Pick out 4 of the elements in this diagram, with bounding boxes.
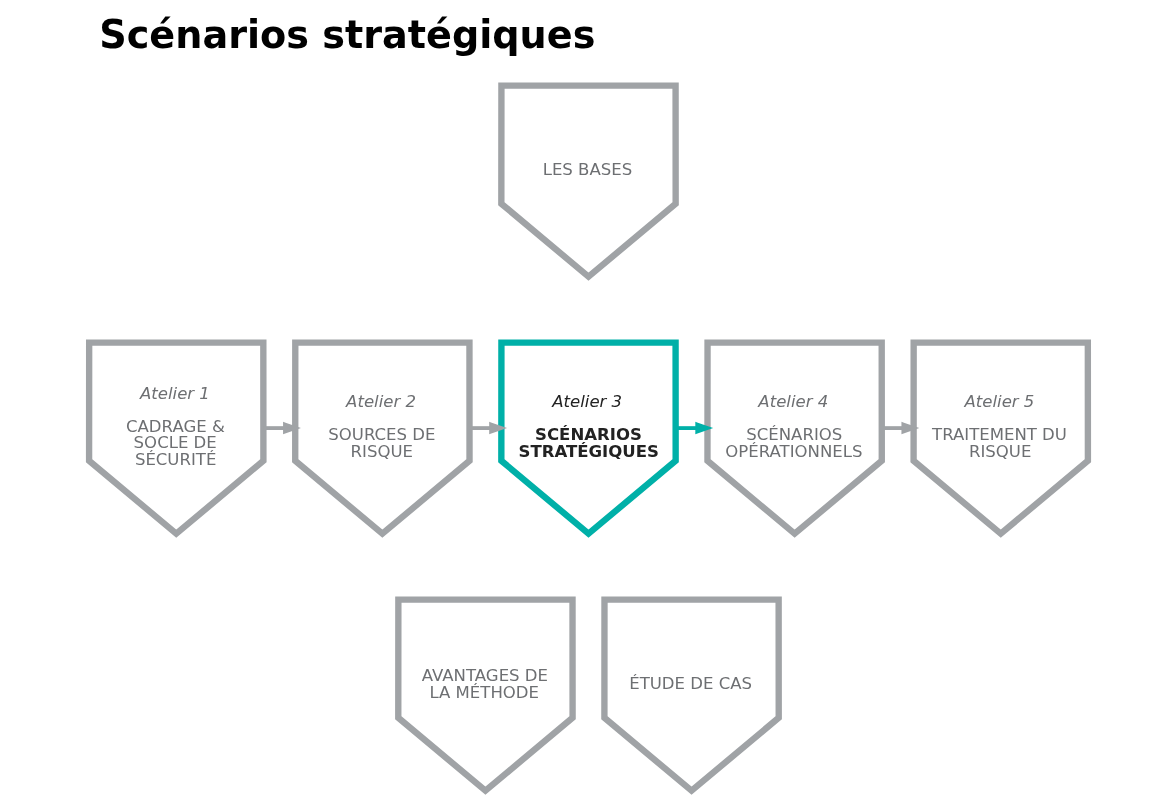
arrow (469, 421, 507, 435)
diagram-title: Scénarios stratégiques (98, 12, 595, 57)
arrow (263, 421, 301, 435)
arrow (675, 421, 713, 435)
